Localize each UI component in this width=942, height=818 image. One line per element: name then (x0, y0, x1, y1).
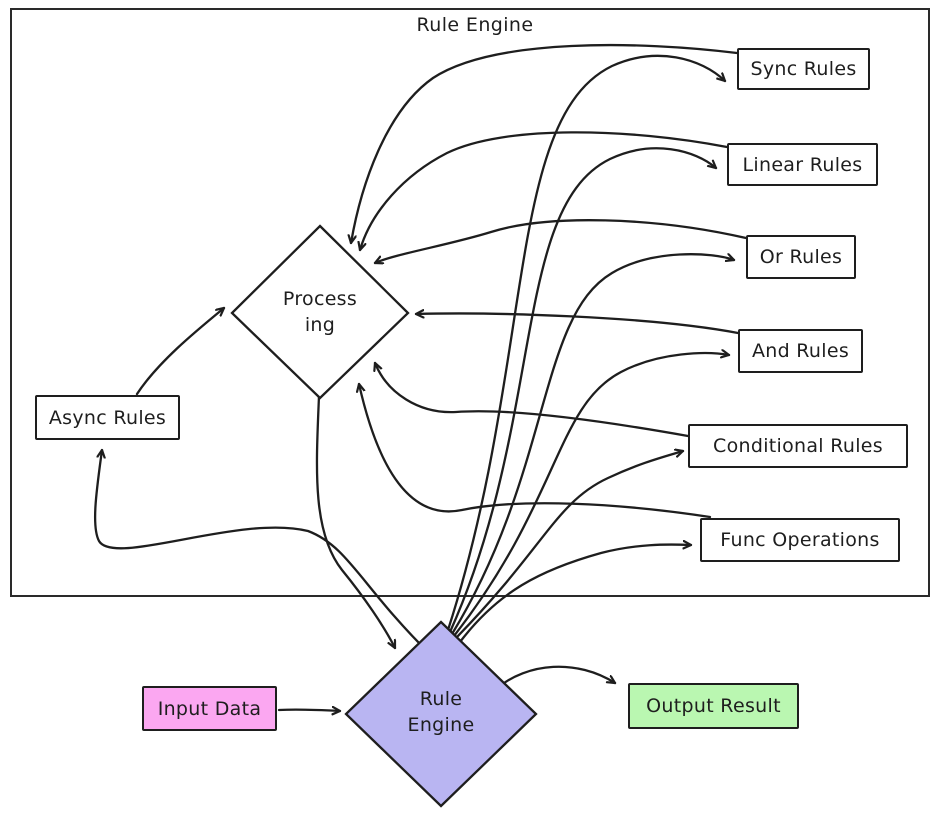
conditional-rules-node[interactable]: Conditional Rules (688, 424, 908, 468)
and-rules-node[interactable]: And Rules (738, 329, 863, 373)
edge-conditional-rules-to-processing (375, 361, 690, 438)
edge-linear-rules-to-processing (360, 131, 729, 252)
edge-rule-engine-to-linear-rules (448, 147, 718, 634)
or-rules-node[interactable]: Or Rules (746, 235, 856, 279)
async-rules-node[interactable]: Async Rules (35, 395, 180, 440)
edge-or-rules-to-processing (373, 219, 748, 263)
edge-rule-engine-to-or-rules (450, 254, 736, 636)
edge-processing-to-rule-engine (315, 394, 397, 650)
func-operations-label: Func Operations (720, 529, 880, 551)
edge-input-data-to-rule-engine (277, 710, 342, 711)
edge-func-operations-to-processing (359, 382, 712, 519)
linear-rules-node[interactable]: Linear Rules (727, 143, 878, 186)
or-rules-label: Or Rules (759, 246, 843, 268)
async-rules-label: Async Rules (48, 406, 167, 429)
and-rules-label: And Rules (751, 340, 850, 362)
processing-node[interactable] (230, 224, 410, 400)
edge-and-rules-to-processing (414, 314, 740, 335)
edge-rule-engine-to-output-result (494, 665, 617, 691)
edge-rule-engine-to-sync-rules (446, 54, 727, 632)
output-result-label: Output Result (646, 695, 781, 717)
subgraph-title: Rule Engine (416, 14, 534, 36)
input-data-node[interactable]: Input Data (142, 686, 277, 731)
sync-rules-label: Sync Rules (750, 58, 857, 80)
input-data-label: Input Data (157, 697, 262, 720)
edge-async-rules-to-processing (135, 306, 226, 396)
linear-rules-label: Linear Rules (742, 153, 863, 176)
edge-rule-engine-to-conditional-rules (454, 451, 685, 640)
conditional-rules-label: Conditional Rules (713, 435, 883, 457)
edge-rule-engine-to-and-rules (452, 353, 731, 638)
edge-rule-engine-to-func-operations (458, 545, 693, 644)
rule-engine-node[interactable] (344, 620, 538, 808)
sync-rules-node[interactable]: Sync Rules (737, 48, 870, 90)
func-operations-node[interactable]: Func Operations (700, 518, 900, 562)
edge-rule-engine-to-async-rules (94, 448, 430, 654)
edge-sync-rules-to-processing (351, 43, 739, 245)
rule-engine-subgraph-border (10, 8, 930, 597)
output-result-node[interactable]: Output Result (628, 683, 799, 729)
